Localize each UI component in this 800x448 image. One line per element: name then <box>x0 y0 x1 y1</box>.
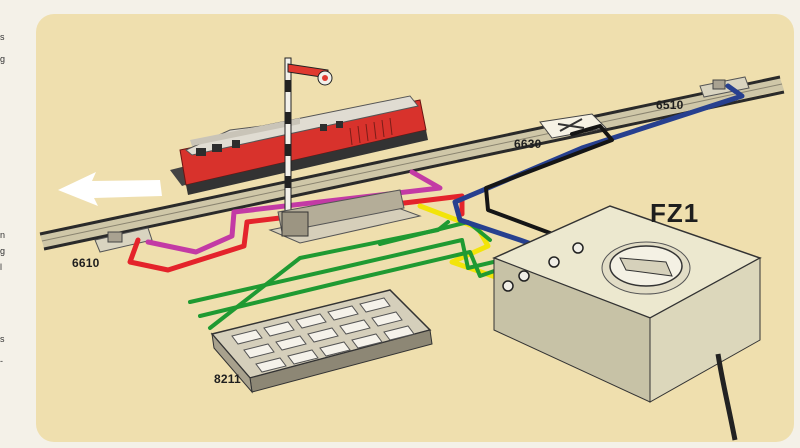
margin-fragment: s <box>0 334 5 344</box>
contact-track-6610 <box>94 227 153 253</box>
contact-track-6510 <box>699 76 750 98</box>
keyboard-label: 8211 <box>214 372 241 386</box>
keyboard-8211 <box>210 289 433 394</box>
semaphore-signal <box>268 57 422 244</box>
uncoupler-label: 6630 <box>514 137 542 151</box>
wire-magenta <box>145 169 443 255</box>
margin-fragment: n <box>0 230 6 240</box>
contact-track-left-label: 6610 <box>72 256 100 270</box>
margin-fragment: g <box>0 54 6 64</box>
contact-track-right-label: 6510 <box>656 98 684 112</box>
uncoupler-6630 <box>539 113 608 139</box>
controller-label: FZ1 <box>650 198 700 228</box>
margin-fragment: s <box>0 32 5 42</box>
margin-fragment: l <box>0 262 2 272</box>
wire-blue <box>452 83 745 253</box>
wire-green-3 <box>208 220 450 330</box>
controller-fz1 <box>492 205 762 441</box>
direction-arrow <box>58 172 162 206</box>
wire-red <box>127 193 465 273</box>
margin-fragment: g <box>0 246 6 256</box>
wire-green-2 <box>198 250 522 318</box>
margin-fragment: - <box>0 356 3 366</box>
locomotive <box>170 95 428 195</box>
